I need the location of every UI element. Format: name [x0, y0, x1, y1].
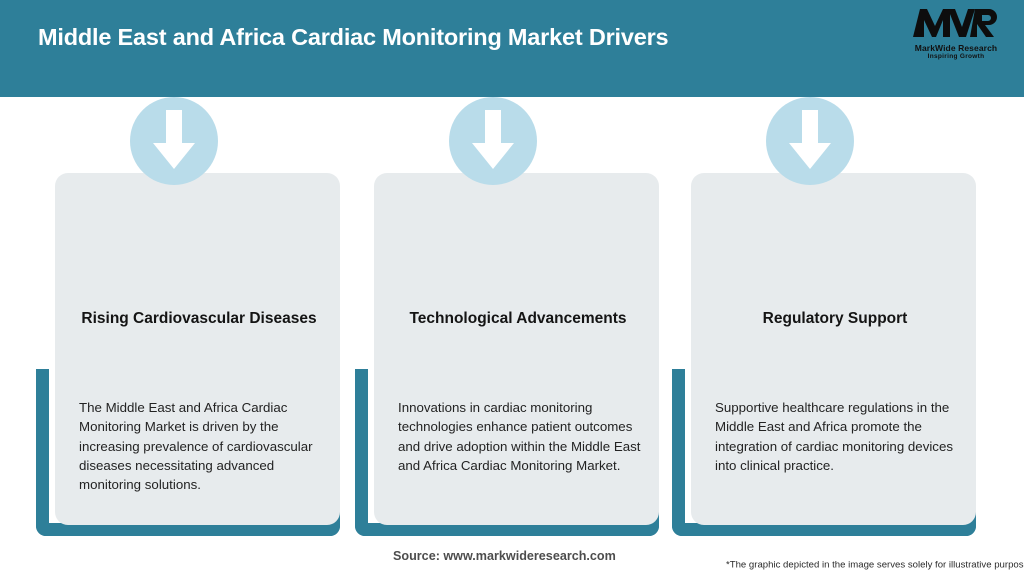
- driver-cards-container: Rising Cardiovascular Diseases The Middl…: [0, 97, 1024, 537]
- down-arrow-icon: [766, 97, 854, 185]
- card-heading: Rising Cardiovascular Diseases: [81, 310, 317, 327]
- source-label: Source: www.markwideresearch.com: [393, 549, 616, 563]
- mwr-logo-icon: [902, 8, 1010, 43]
- disclaimer-label: *The graphic depicted in the image serve…: [726, 559, 1024, 571]
- driver-card: Technological Advancements Innovations i…: [355, 97, 675, 537]
- brand-logo: MarkWide Research Inspiring Growth: [902, 8, 1010, 62]
- header-bar: Middle East and Africa Cardiac Monitorin…: [0, 0, 1024, 97]
- card-heading: Technological Advancements: [409, 310, 627, 327]
- driver-card: Regulatory Support Supportive healthcare…: [672, 97, 992, 537]
- driver-card: Rising Cardiovascular Diseases The Middl…: [36, 97, 356, 537]
- down-arrow-icon: [449, 97, 537, 185]
- card-description: Supportive healthcare regulations in the…: [715, 400, 953, 473]
- card-body: Technological Advancements Innovations i…: [374, 173, 659, 525]
- card-description: Innovations in cardiac monitoring techno…: [398, 400, 641, 473]
- down-arrow-icon: [130, 97, 218, 185]
- logo-company-name: MarkWide Research: [914, 43, 998, 53]
- card-heading: Regulatory Support: [762, 310, 908, 327]
- card-description: The Middle East and Africa Cardiac Monit…: [79, 400, 313, 493]
- logo-tagline: Inspiring Growth: [927, 53, 985, 60]
- page-title: Middle East and Africa Cardiac Monitorin…: [38, 24, 669, 50]
- card-body: Rising Cardiovascular Diseases The Middl…: [55, 173, 340, 525]
- card-body: Regulatory Support Supportive healthcare…: [691, 173, 976, 525]
